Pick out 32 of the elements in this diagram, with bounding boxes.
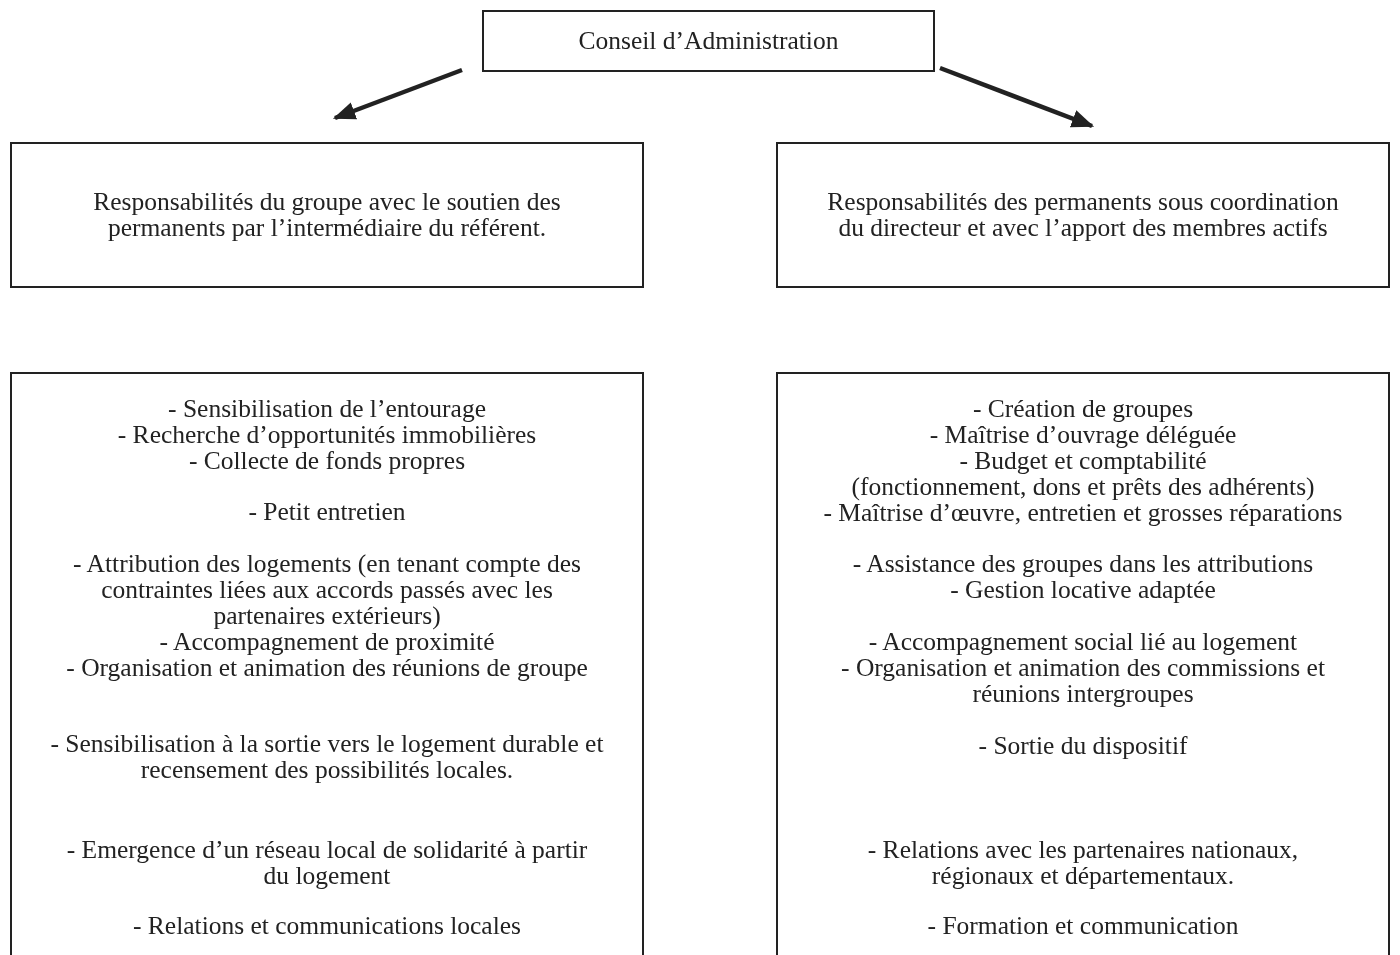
task-item: - Attribution des logements (en tenant compte des contraintes liées aux accords passés avec les partenaires extérieurs) xyxy=(72,551,582,629)
task-item: - Emergence d’un réseau local de solidarité à partir du logement xyxy=(65,837,589,889)
responsibility-box xyxy=(10,142,644,288)
task-item: - Relations et communications locales xyxy=(132,913,522,939)
task-list-box xyxy=(776,372,1390,955)
responsibility-box xyxy=(776,142,1390,288)
task-item: - Maîtrise d’ouvrage déléguée xyxy=(929,422,1237,448)
board-title: Conseil d’Administration xyxy=(578,28,839,54)
task-item: - Recherche d’opportunités immobilières xyxy=(117,422,537,448)
arrow xyxy=(939,65,1095,129)
task-item: - Sensibilisation à la sortie vers le logement durable et recensement des possibilités locales. xyxy=(49,731,605,783)
board-box xyxy=(482,10,935,72)
responsibility-text: Responsabilités des permanents sous coordination du directeur et avec l’apport des membres actifs xyxy=(827,189,1339,241)
task-item: - Petit entretien xyxy=(248,499,406,525)
task-item: - Création de groupes xyxy=(972,396,1194,422)
task-item: - Assistance des groupes dans les attributions xyxy=(852,551,1314,577)
task-item: - Gestion locative adaptée xyxy=(950,577,1216,603)
task-item: - Sensibilisation de l’entourage xyxy=(168,396,486,422)
task-item: - Maîtrise d’œuvre, entretien et grosses réparations xyxy=(823,500,1343,526)
task-item: - Relations avec les partenaires nationaux, régionaux et départementaux. xyxy=(866,837,1300,889)
task-item: - Sortie du dispositif xyxy=(978,733,1188,759)
task-list-box xyxy=(10,372,644,955)
arrow xyxy=(332,67,463,121)
responsibility-text: Responsabilités du groupe avec le soutien des permanents par l’intermédiaire du référent. xyxy=(92,189,562,241)
task-item: - Collecte de fonds propres xyxy=(188,448,466,474)
task-item: - Organisation et animation des commissions et réunions intergroupes xyxy=(840,655,1326,707)
task-item: - Formation et communication xyxy=(927,913,1239,939)
task-item: - Organisation et animation des réunions de groupe xyxy=(66,655,588,681)
task-item: - Accompagnement social lié au logement xyxy=(868,629,1298,655)
task-item: - Accompagnement de proximité xyxy=(159,629,495,655)
task-item: (fonctionnement, dons et prêts des adhérents) xyxy=(851,474,1315,500)
task-item: - Budget et comptabilité xyxy=(959,448,1207,474)
